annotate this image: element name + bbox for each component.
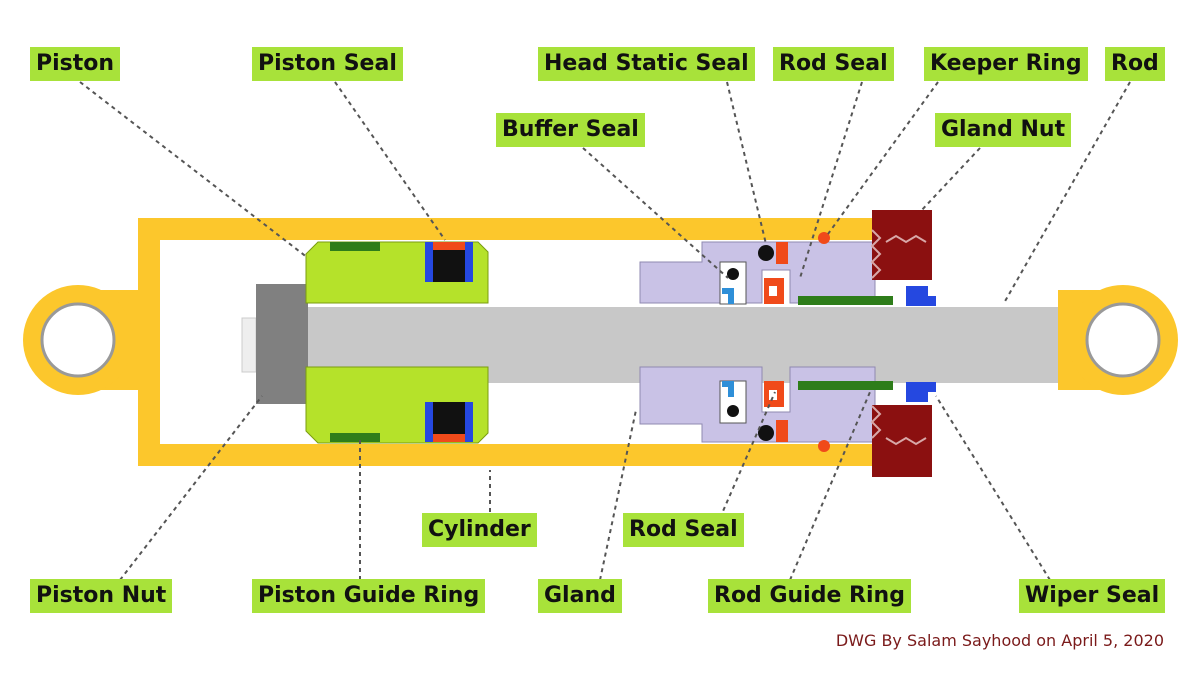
label-piston-nut: Piston Nut [30,579,173,613]
leader-rod [1003,81,1131,304]
leader-head-static-seal [726,81,767,245]
buffer-seal [719,261,747,424]
label-cylinder: Cylinder [422,513,537,547]
wiper-seal [906,286,936,402]
piston-seal [425,242,473,442]
label-piston-guide-ring: Piston Guide Ring [252,579,486,613]
leader-gland [599,409,637,581]
leader-lines [79,81,1131,581]
right-eye-mount [1058,285,1178,395]
label-keeper-ring: Keeper Ring [924,47,1088,81]
label-rod-guide-ring: Rod Guide Ring [708,579,911,613]
label-gland: Gland [538,579,622,613]
leader-piston-seal [334,81,446,241]
label-piston: Piston [30,47,121,81]
leader-gland-nut [919,147,981,213]
leader-rod-seal-bottom [719,391,776,519]
rod-guide-ring [798,296,893,390]
piston-nut [241,284,308,404]
keeper-ring [818,232,830,452]
leader-piston-nut [119,395,263,581]
credit-text: DWG By Salam Sayhood on April 5, 2020 [835,631,1164,650]
label-rod: Rod [1105,47,1165,81]
head-static-seal [758,245,774,441]
piston-guide-ring [330,242,380,442]
leader-rod-guide-ring [789,391,871,581]
cylinder-barrel [138,218,882,466]
label-head-static-seal: Head Static Seal [538,47,755,81]
label-gland-nut: Gland Nut [935,113,1072,147]
leader-rod-seal-top [799,81,863,279]
label-wiper-seal: Wiper Seal [1019,579,1166,613]
rod-seal [764,242,788,442]
leader-piston [79,81,309,259]
label-rod-seal-top: Rod Seal [773,47,894,81]
left-eye-mount [23,285,150,395]
label-buffer-seal: Buffer Seal [496,113,645,147]
leader-wiper-seal [935,395,1051,581]
label-piston-seal: Piston Seal [252,47,403,81]
gland-nut [870,210,932,477]
label-rod-seal-bottom: Rod Seal [623,513,744,547]
leader-buffer-seal [582,147,729,279]
